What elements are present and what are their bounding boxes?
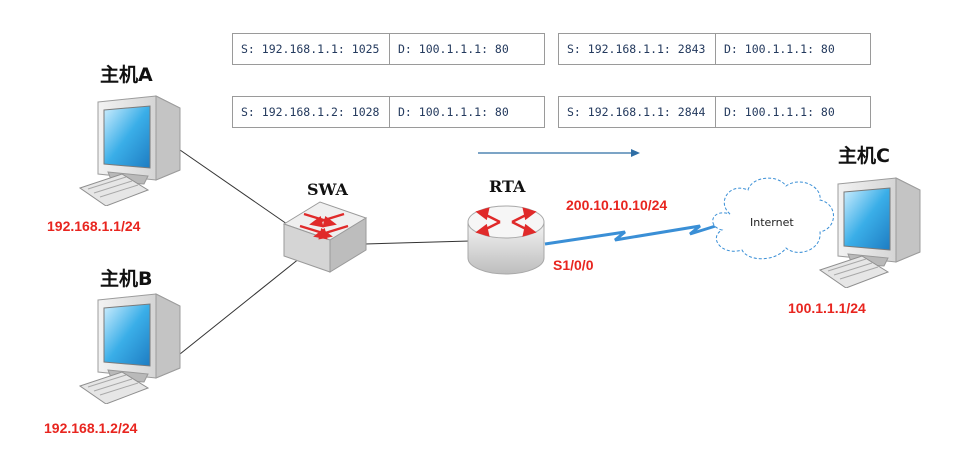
router-interface: S1/0/0: [553, 257, 594, 273]
link-hosta-swa: [179, 149, 301, 234]
destination-address: D: 100.1.1.1: 80: [715, 34, 870, 64]
serial-link: [544, 222, 723, 246]
host-a-label: 主机A: [100, 64, 153, 86]
nat-table-private-row1: S: 192.168.1.1: 1025 D: 100.1.1.1: 80: [232, 33, 545, 65]
switch-label: SWA: [307, 180, 348, 199]
host-b-label: 主机B: [100, 268, 153, 290]
link-swa-rta: [364, 240, 471, 245]
switch-icon: [282, 201, 368, 273]
source-address: S: 192.168.1.1: 1025: [241, 42, 380, 56]
cloud-label: Internet: [750, 216, 794, 229]
router-label: RTA: [489, 177, 526, 196]
nat-table-translated-row1: S: 192.168.1.1: 2843 D: 100.1.1.1: 80: [558, 33, 871, 65]
router-icon: [467, 205, 545, 275]
nat-table-translated-row2: S: 192.168.1.1: 2844 D: 100.1.1.1: 80: [558, 96, 871, 128]
arrow-right-icon: [478, 149, 640, 157]
nat-table-private-row2: S: 192.168.1.2: 1028 D: 100.1.1.1: 80: [232, 96, 545, 128]
computer-icon: [79, 293, 181, 404]
host-c-ip: 100.1.1.1/24: [788, 300, 866, 316]
link-hostb-swa: [174, 257, 301, 359]
source-address: S: 192.168.1.1: 2844: [567, 105, 706, 119]
source-address: S: 192.168.1.2: 1028: [241, 105, 380, 119]
destination-address: D: 100.1.1.1: 80: [715, 97, 870, 127]
destination-address: D: 100.1.1.1: 80: [389, 34, 544, 64]
computer-icon: [819, 177, 921, 288]
router-wan-ip: 200.10.10.10/24: [566, 197, 668, 213]
destination-address: D: 100.1.1.1: 80: [389, 97, 544, 127]
source-address: S: 192.168.1.1: 2843: [567, 42, 706, 56]
host-b-ip: 192.168.1.2/24: [44, 420, 138, 436]
host-c-label: 主机C: [838, 145, 890, 167]
computer-icon: [79, 95, 181, 206]
host-a-ip: 192.168.1.1/24: [47, 218, 141, 234]
cloud-icon: [712, 177, 834, 260]
